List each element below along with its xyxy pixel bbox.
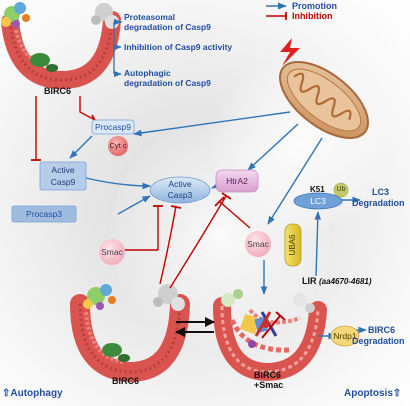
complex-label-line2: +Smac [254,380,284,390]
birc6-inhibits-active-casp9 [31,96,41,161]
function-autophagic-line1: Autophagic [124,68,171,78]
htra2-label: HtrA2 [226,176,248,186]
birc6-degradation-line1: BIRC6 [368,325,396,335]
procasp9-box [91,119,135,135]
equilibrium-arrows [175,317,215,337]
lc3-degradation-line1: LC3 [372,187,390,197]
mito-to-procasp9-arrow [133,111,291,137]
birc6-smac-complex-structure [213,289,327,382]
uba6-pill [284,223,302,267]
procasp3-box [11,205,77,223]
cytc-label: Cyt c [109,141,127,150]
complex-label-line1: BIRC6 [254,370,282,380]
procasp9-label: Procasp9 [95,122,131,132]
uba6-label: UBA6 [288,234,297,256]
ub-ball [333,182,349,198]
procasp3-to-casp3-arrow [117,195,151,215]
smac-left-ball [99,239,125,265]
autophagy-label: ⇧Autophagy [2,388,63,399]
procasp3-label: Procasp3 [26,209,62,219]
birc6-top-label: BIRC6 [44,86,72,96]
function-autophagic-line2: degradation of Casp9 [124,78,211,88]
active-casp9-label-line2: Casp9 [50,176,76,187]
complex-inhibition-marker [261,311,286,339]
mito-to-smac-arrow [267,137,323,225]
nrdp1-oval [330,325,360,347]
birc6-degradation-line2: Degradation [352,336,405,346]
active-casp3-pill [149,176,211,204]
function-proteasomal-line2: degradation of Casp9 [124,22,211,32]
legend-inhibition-symbol [266,12,287,20]
active-casp3-label-line2: Casp3 [167,190,193,200]
legend-inhibition-label: Inhibition [292,11,333,21]
nrdp1-label: Nrdp1 [333,331,357,341]
apoptosis-up-icon: ⇧ [392,388,402,399]
cytc-ball [108,136,128,156]
k51-label: K51 [310,185,325,194]
smac-inhibits-htra2 [214,196,251,229]
mitochondrion [279,60,369,140]
birc6-structure-bottom [70,284,190,383]
ub-label: Ub [336,186,346,193]
birc6-bottom-label: BIRC6 [112,376,140,386]
lc3-pill [293,192,343,210]
smac-left-label: Smac [101,247,123,257]
lc3-degradation-line2: Degradation [352,198,405,208]
autophagy-up-icon: ⇧ [2,388,11,399]
active-casp9-label-line1: Active [51,164,75,175]
lir-to-lc3-arrow [314,211,322,277]
lir-prefix: LIR [302,276,317,286]
birc6-structure-top [1,2,121,90]
smac-inhibits-casp3 [124,205,163,251]
lir-range: (aa4670-4681) [319,277,372,286]
smac-right-label: Smac [247,239,269,249]
active-casp9-box [39,161,87,191]
active-casp3-label-line1: Active [168,179,192,189]
smac-right-ball [245,231,271,257]
casp9-to-casp3-arrow [85,177,151,190]
htra2-box [215,169,259,193]
lc3-label: LC3 [310,196,326,206]
legend-promotion-label: Promotion [292,1,337,11]
birc6-inhibits-casp3 [159,205,182,285]
lightning-bolt-icon [280,38,300,66]
function-inhibition: Inhibition of Casp9 activity [124,42,233,52]
apoptosis-label: Apoptosis⇧ [344,388,402,399]
birc6-function-arrows [113,18,122,78]
procasp9-to-active-casp9-arrow [69,135,93,159]
function-proteasomal-line1: Proteasomal [124,12,176,22]
birc6-inhibits-htra2 [169,192,232,289]
mito-to-htra2-arrow [247,123,299,171]
lir-label: LIR (aa4670-4681) [302,276,372,286]
